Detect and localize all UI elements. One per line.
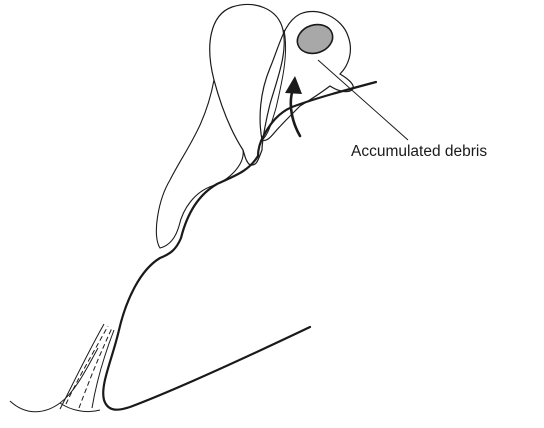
debris-label: Accumulated debris bbox=[351, 143, 487, 161]
debris-blob bbox=[294, 20, 337, 58]
arrowhead bbox=[285, 76, 302, 94]
lower-left-solid-line bbox=[60, 324, 104, 409]
left-lobe-outline bbox=[210, 5, 285, 166]
main-wall-line bbox=[103, 82, 376, 410]
label-leader-line bbox=[318, 60, 408, 140]
stalk-outline bbox=[156, 80, 243, 248]
curved-arrow-shaft bbox=[291, 89, 300, 136]
lower-left-thin-curve bbox=[10, 348, 98, 412]
